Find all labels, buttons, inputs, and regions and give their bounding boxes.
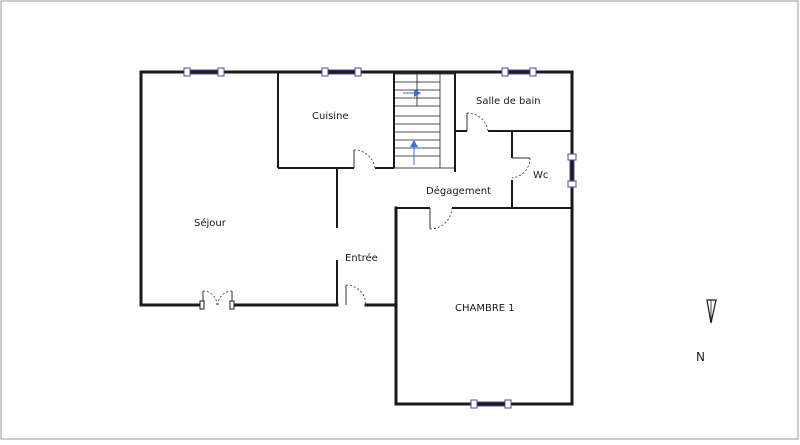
door-cuisine — [353, 149, 376, 169]
window-chambre-bottom — [470, 399, 512, 409]
room-label-degagement: Dégagement — [426, 185, 491, 197]
door-sejour-exterior — [199, 290, 235, 310]
room-label-chambre1: CHAMBRE 1 — [455, 303, 515, 314]
window-sejour-top — [183, 67, 225, 77]
room-label-entree: Entrée — [345, 252, 378, 264]
door-sdb — [466, 112, 489, 132]
room-label-sejour: Séjour — [194, 217, 227, 229]
door-chambre — [429, 207, 453, 230]
window-cuisine-top — [321, 67, 362, 77]
exterior-walls — [139, 70, 574, 406]
room-label-salle-de-bain: Salle de bain — [476, 96, 541, 107]
door-entree — [345, 284, 367, 306]
north-arrow-icon — [706, 299, 717, 324]
windows — [183, 67, 577, 409]
doors — [199, 112, 531, 310]
staircase — [393, 73, 456, 169]
room-label-wc: Wc — [533, 170, 548, 181]
window-sdb-top — [501, 67, 537, 77]
door-wc — [511, 157, 531, 179]
compass-label: N — [696, 350, 705, 364]
window-wc-right — [567, 153, 577, 188]
room-label-cuisine: Cuisine — [312, 111, 349, 122]
